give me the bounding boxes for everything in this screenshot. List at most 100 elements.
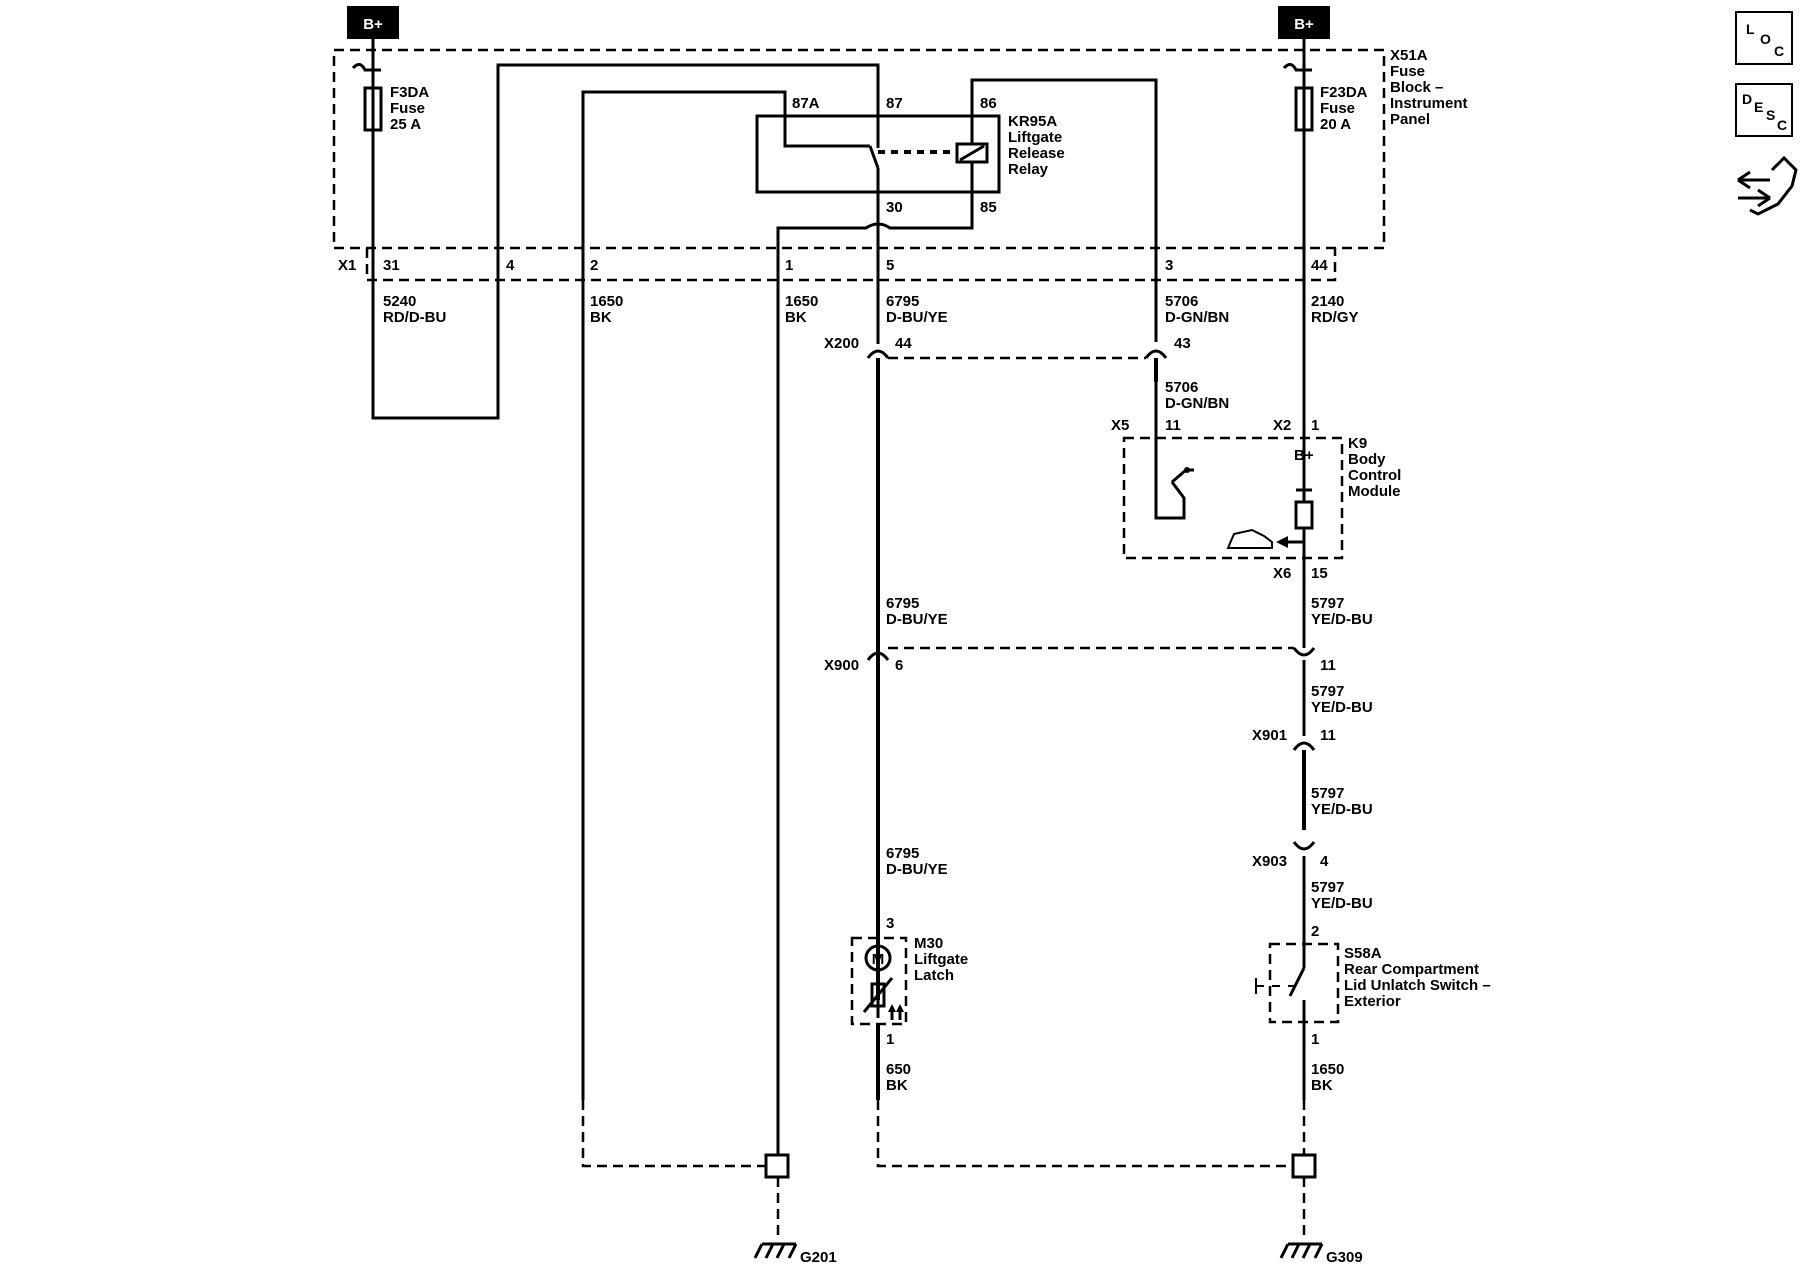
svg-text:87A: 87A <box>792 95 820 112</box>
svg-text:M: M <box>872 951 885 968</box>
svg-text:O: O <box>1760 31 1771 47</box>
svg-text:6795: 6795 <box>886 293 919 310</box>
svg-text:RD/GY: RD/GY <box>1311 309 1359 326</box>
svg-text:1650: 1650 <box>785 293 818 310</box>
svg-text:11: 11 <box>1320 727 1336 744</box>
svg-text:87: 87 <box>886 95 903 112</box>
svg-text:25 A: 25 A <box>390 116 421 133</box>
svg-text:44: 44 <box>895 335 912 352</box>
svg-text:3: 3 <box>1165 257 1173 274</box>
svg-text:5: 5 <box>886 257 894 274</box>
svg-text:11: 11 <box>1165 417 1181 434</box>
circuit-1650-switch-color: BK <box>1311 1077 1333 1094</box>
svg-text:Liftgate: Liftgate <box>914 951 968 968</box>
desc-icon[interactable]: D E S C <box>1735 83 1793 137</box>
svg-text:X6: X6 <box>1273 565 1291 582</box>
svg-text:Control: Control <box>1348 467 1401 484</box>
vehicle-icon <box>1226 528 1273 549</box>
svg-text:B+: B+ <box>363 16 383 33</box>
svg-text:2140: 2140 <box>1311 293 1344 310</box>
circuit-5797-d: 5797 <box>1311 879 1344 896</box>
svg-text:D-GN/BN: D-GN/BN <box>1165 309 1229 326</box>
svg-text:F23DA: F23DA <box>1320 84 1368 101</box>
svg-text:C: C <box>1774 43 1784 59</box>
svg-text:1650: 1650 <box>590 293 623 310</box>
svg-text:Lid Unlatch Switch –: Lid Unlatch Switch – <box>1344 977 1491 994</box>
svg-text:Fuse: Fuse <box>1320 100 1355 117</box>
svg-text:S58A: S58A <box>1344 945 1382 962</box>
circuit-5797-a-color: YE/D-BU <box>1311 611 1373 628</box>
svg-text:5240: 5240 <box>383 293 416 310</box>
svg-text:1: 1 <box>886 1031 894 1048</box>
svg-text:E: E <box>1754 99 1763 115</box>
svg-text:Body: Body <box>1348 451 1386 468</box>
svg-text:Relay: Relay <box>1008 161 1049 178</box>
ground-splice-g309: G309 <box>876 1100 1363 1266</box>
svg-text:Rear Compartment: Rear Compartment <box>1344 961 1479 978</box>
fuse-block-label: X51A Fuse Block – Instrument Panel <box>1390 47 1468 128</box>
svg-text:X200: X200 <box>824 335 859 352</box>
connector-x903: X903 4 <box>1252 841 1329 944</box>
svg-text:1: 1 <box>1311 1031 1319 1048</box>
svg-text:4: 4 <box>506 257 515 274</box>
svg-text:Block –: Block – <box>1390 79 1443 96</box>
wire-5240-loop <box>371 63 880 420</box>
circuit-labels-x1: 5240 RD/D-BU 1650 BK 1650 BK 6795 D-BU/Y… <box>383 293 1359 326</box>
svg-text:Latch: Latch <box>914 967 954 984</box>
svg-text:2: 2 <box>1311 923 1319 940</box>
svg-text:Release: Release <box>1008 145 1065 162</box>
fuse-f3da: F3DA Fuse 25 A <box>351 39 429 133</box>
svg-text:4: 4 <box>1320 853 1329 870</box>
svg-text:KR95A: KR95A <box>1008 113 1057 130</box>
svg-text:X5: X5 <box>1111 417 1129 434</box>
circuit-6795-mid: 6795 <box>886 595 919 612</box>
x1-connector-outline <box>365 248 1337 282</box>
svg-text:K9: K9 <box>1348 435 1367 452</box>
svg-text:30: 30 <box>886 199 903 216</box>
x1-label: X1 <box>338 257 356 274</box>
svg-text:1: 1 <box>785 257 793 274</box>
liftgate-latch-m30: M 3 1 M30 Liftgate Latch <box>850 915 968 1048</box>
circuit-1650-switch: 1650 <box>1311 1061 1344 1078</box>
svg-text:D-BU/YE: D-BU/YE <box>886 309 948 326</box>
svg-text:BK: BK <box>590 309 612 326</box>
wiring-harness-icon[interactable] <box>1737 155 1798 216</box>
svg-text:86: 86 <box>980 95 997 112</box>
svg-text:43: 43 <box>1174 335 1191 352</box>
svg-text:Panel: Panel <box>1390 111 1430 128</box>
svg-text:RD/D-BU: RD/D-BU <box>383 309 446 326</box>
svg-text:1: 1 <box>1311 417 1319 434</box>
svg-text:F3DA: F3DA <box>390 84 429 101</box>
loc-icon[interactable]: L O C <box>1735 11 1793 65</box>
circuit-5797-b-color: YE/D-BU <box>1311 699 1373 716</box>
svg-text:B+: B+ <box>1294 16 1314 33</box>
circuit-5797-c-color: YE/D-BU <box>1311 801 1373 818</box>
bplus-badge-left: B+ <box>347 6 399 39</box>
liftgate-switch-s58a: 2 1 S58A Rear Compartment Lid Unlatch Sw… <box>1255 923 1491 1048</box>
bplus-badge-right: B+ <box>1278 6 1330 39</box>
svg-text:X900: X900 <box>824 657 859 674</box>
wire-relay-86 <box>970 78 1158 342</box>
svg-text:X51A: X51A <box>1390 47 1428 64</box>
circuit-5797-a: 5797 <box>1311 595 1344 612</box>
svg-text:BK: BK <box>785 309 807 326</box>
svg-text:5706: 5706 <box>1165 293 1198 310</box>
svg-text:15: 15 <box>1311 565 1328 582</box>
svg-text:Fuse: Fuse <box>1390 63 1425 80</box>
svg-text:Module: Module <box>1348 483 1401 500</box>
circuit-5706-lower: 5706 <box>1165 379 1198 396</box>
svg-text:X2: X2 <box>1273 417 1291 434</box>
fuse-block-outline <box>332 48 1386 250</box>
wire-87a <box>581 90 870 1100</box>
svg-text:D: D <box>1742 91 1752 107</box>
svg-text:M30: M30 <box>914 935 943 952</box>
svg-text:Fuse: Fuse <box>390 100 425 117</box>
connector-x200: X200 44 43 <box>824 236 1191 660</box>
circuit-6795-low: 6795 <box>886 845 919 862</box>
svg-text:3: 3 <box>886 915 894 932</box>
relay-kr95a: 87A 87 86 30 85 KR95A Liftgate Release R… <box>755 95 1065 216</box>
svg-text:Liftgate: Liftgate <box>1008 129 1062 146</box>
circuit-5706-lower-color: D-GN/BN <box>1165 395 1229 412</box>
svg-text:31: 31 <box>383 257 400 274</box>
svg-text:S: S <box>1766 107 1775 123</box>
